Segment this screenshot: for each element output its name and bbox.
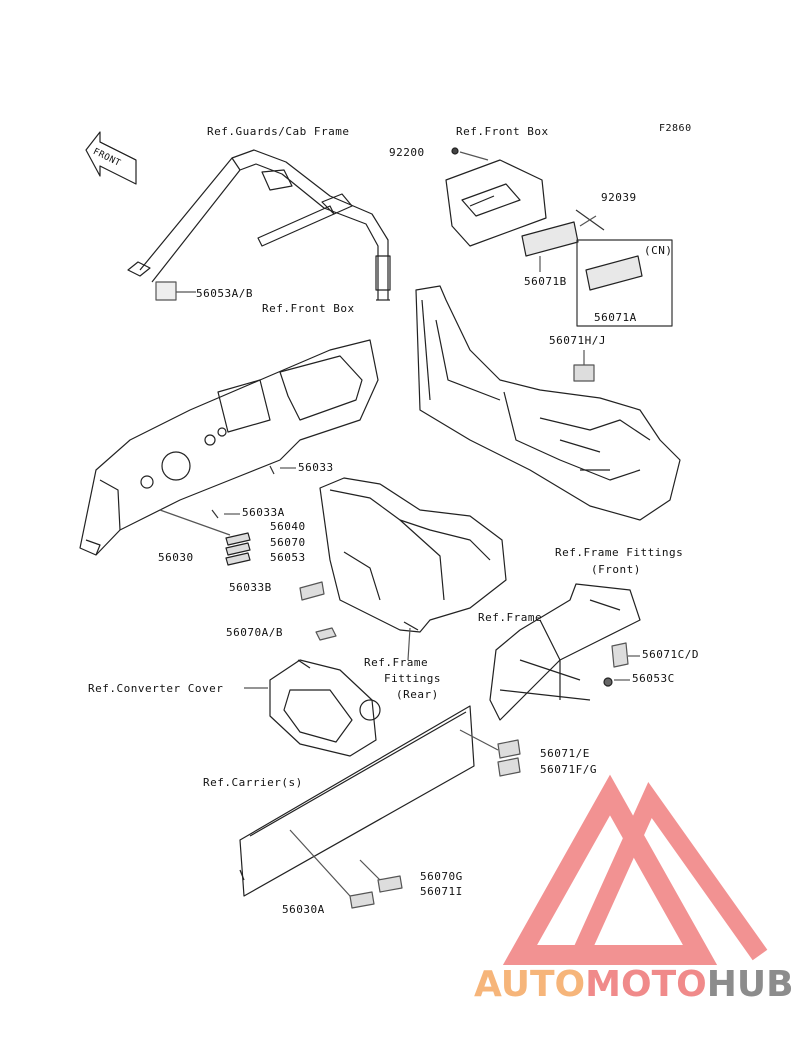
ref-frame-fittings-rear-1: Ref.Frame	[364, 656, 429, 669]
ref-front-box-top: Ref.Front Box	[456, 125, 549, 138]
front-arrow-icon	[85, 131, 137, 185]
ref-guards-cab-frame: Ref.Guards/Cab Frame	[207, 125, 350, 138]
part-56030: 56030	[158, 551, 194, 564]
part-56071hj: 56071H/J	[549, 334, 606, 347]
body-panel-drawing	[415, 285, 681, 521]
front-box-dash-drawing	[79, 339, 379, 556]
part-56071fg: 56071F/G	[540, 763, 597, 776]
part-92200: 92200	[389, 146, 425, 159]
watermark-moto: MOTO	[585, 964, 707, 1005]
ref-frame-fittings-front-sub: (Front)	[591, 563, 641, 576]
figure-code: F2860	[659, 123, 692, 134]
watermark-auto: AUTO	[474, 964, 586, 1005]
cab-frame-drawing	[127, 149, 391, 301]
part-56053: 56053	[270, 551, 306, 564]
part-56030a: 56030A	[282, 903, 325, 916]
watermark-text: AUTOMOTOHUB	[474, 965, 794, 1005]
ref-frame: Ref.Frame	[478, 611, 543, 624]
part-cn-note: (CN)	[644, 244, 673, 257]
ref-carriers: Ref.Carrier(s)	[203, 776, 303, 789]
part-56070ab: 56070A/B	[226, 626, 283, 639]
part-56040: 56040	[270, 520, 306, 533]
part-56071e: 56071/E	[540, 747, 590, 760]
ref-converter-cover: Ref.Converter Cover	[88, 682, 224, 695]
watermark-hub: HUB	[706, 964, 794, 1005]
ref-frame-fittings-rear-3: (Rear)	[396, 688, 439, 701]
part-56071b: 56071B	[524, 275, 567, 288]
frame-fittings-rear-drawing	[319, 477, 507, 633]
carrier-panel-drawing	[239, 705, 475, 897]
ref-frame-fittings-front: Ref.Frame Fittings	[555, 546, 684, 559]
part-92039: 92039	[601, 191, 637, 204]
front-box-top-drawing	[445, 159, 547, 247]
part-56071a: 56071A	[594, 311, 637, 324]
automotohub-logo-icon	[502, 774, 768, 965]
part-56053c: 56053C	[632, 672, 675, 685]
part-56033b: 56033B	[229, 581, 272, 594]
frame-front-drawing	[489, 583, 641, 721]
part-56070g: 56070G	[420, 870, 463, 883]
part-56033: 56033	[298, 461, 334, 474]
ref-frame-fittings-rear-2: Fittings	[384, 672, 441, 685]
part-56033a: 56033A	[242, 506, 285, 519]
ref-front-box-mid: Ref.Front Box	[262, 302, 355, 315]
part-56070: 56070	[270, 536, 306, 549]
part-56071i: 56071I	[420, 885, 463, 898]
part-56053ab: 56053A/B	[196, 287, 253, 300]
part-56071cd: 56071C/D	[642, 648, 699, 661]
converter-cover-drawing	[269, 659, 381, 757]
